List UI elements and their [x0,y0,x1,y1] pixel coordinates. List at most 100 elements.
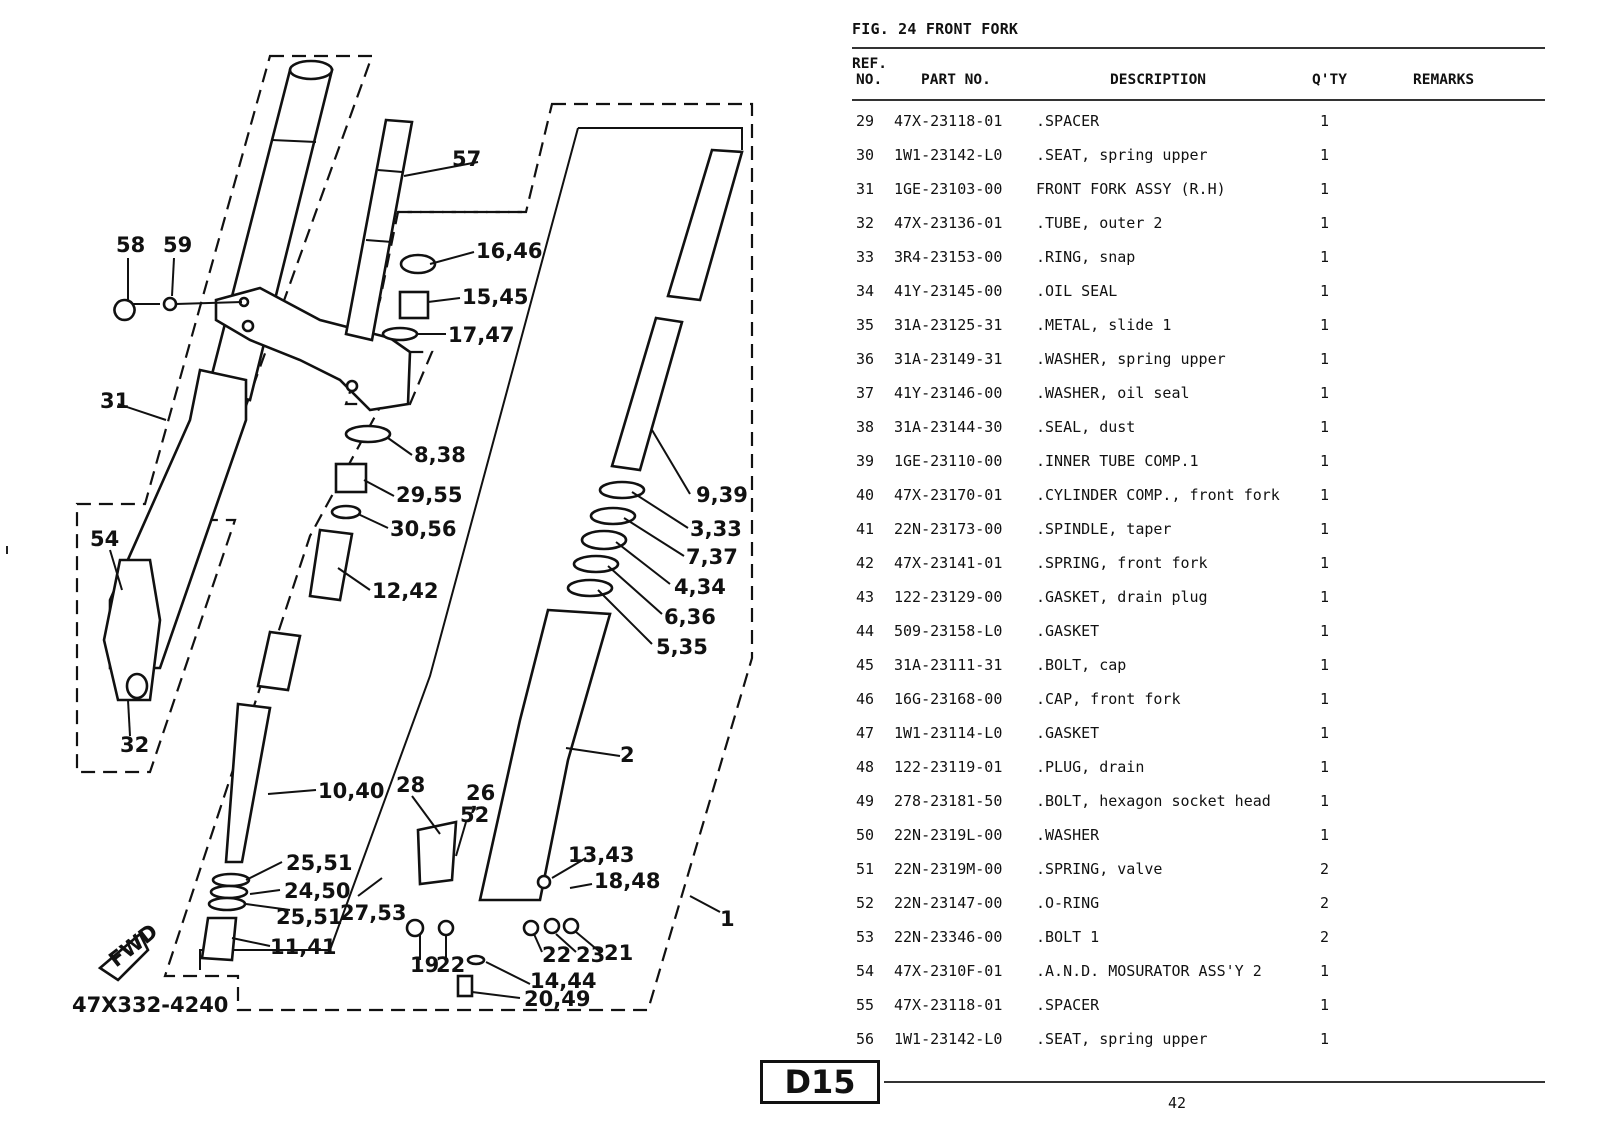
ref-no-cell: 50 [856,826,875,844]
qty-cell: 1 [1320,588,1330,606]
description-cell: .WASHER [1036,826,1100,844]
ref-no-cell: 43 [856,588,875,606]
callout-25-51-upper: 25,51 [286,851,352,875]
part-no-cell: 47X-23141-01 [894,554,1003,572]
ref-no-cell: 34 [856,282,875,300]
assembly-1-boundary [163,102,754,1012]
cylinder-group-outline [199,127,743,970]
part-no-cell: 122-23119-01 [894,758,1003,776]
callout-6-36: 6,36 [664,605,716,629]
part-no-cell: 41Y-23146-00 [894,384,1003,402]
qty-cell: 1 [1320,146,1330,164]
ref-no-cell: 31 [856,180,875,198]
description-cell: .GASKET [1036,622,1100,640]
part-no-cell: 278-23181-50 [894,792,1003,810]
footer-rule [884,1081,1545,1083]
callout-15-45: 15,45 [462,285,528,309]
part-no-cell: 41Y-23145-00 [894,282,1003,300]
callout-22-left: 22 [436,953,465,977]
qty-cell: 1 [1320,962,1330,980]
callout-16-46: 16,46 [476,239,542,263]
ref-no-cell: 51 [856,860,875,878]
callout-19: 19 [410,953,439,977]
ref-no-cell: 35 [856,316,875,334]
qty-cell: 1 [1320,656,1330,674]
qty-cell: 2 [1320,860,1330,878]
callout-12-42: 12,42 [372,579,438,603]
callout-52: 52 [460,803,489,827]
illustration-code: 47X332-4240 [72,993,228,1017]
part-no-cell: 122-23129-00 [894,588,1003,606]
header-part-no: PART NO. [921,72,991,88]
part-no-cell: 31A-23111-31 [894,656,1003,674]
qty-cell: 1 [1320,248,1330,266]
callout-9-39: 9,39 [696,483,748,507]
header-qty: Q'TY [1312,72,1347,88]
table-row: 51 22N-2319M-00 .SPRING, valve 2 [852,860,1545,894]
ref-no-cell: 55 [856,996,875,1014]
ref-no-cell: 40 [856,486,875,504]
description-cell: .SPRING, valve [1036,860,1163,878]
part-no-cell: 3R4-23153-00 [894,248,1003,266]
header-remarks: REMARKS [1413,72,1475,88]
callout-22-right: 22 [542,943,571,967]
part-no-cell: 47X-23118-01 [894,112,1003,130]
callout-23: 23 [576,943,605,967]
part-no-cell: 47X-23118-01 [894,996,1003,1014]
ref-no-cell: 48 [856,758,875,776]
part-no-cell: 31A-23144-30 [894,418,1003,436]
description-cell: .SEAT, spring upper [1036,146,1208,164]
callout-5-35: 5,35 [656,635,708,659]
part-no-cell: 1W1-23142-L0 [894,146,1003,164]
ref-no-cell: 32 [856,214,875,232]
callout-27-53: 27,53 [340,901,406,925]
figure-title: FIG. 24 FRONT FORK [852,20,1019,38]
header-rule-top [852,47,1545,49]
callout-25-51-lower: 25,51 [276,905,342,929]
qty-cell: 1 [1320,690,1330,708]
ref-no-cell: 49 [856,792,875,810]
header-rule-bottom [852,99,1545,101]
description-cell: .SPACER [1036,996,1100,1014]
qty-cell: 1 [1320,826,1330,844]
ref-no-cell: 29 [856,112,875,130]
spring-cylinder-group [200,528,354,962]
part-no-cell: 22N-23147-00 [894,894,1003,912]
qty-cell: 1 [1320,282,1330,300]
description-cell: .SPRING, front fork [1036,554,1208,572]
forward-direction-arrow: FWD [97,919,162,982]
ref-no-cell: 33 [856,248,875,266]
callout-8-38: 8,38 [414,443,466,467]
part-no-cell: 22N-2319M-00 [894,860,1003,878]
description-cell: .TUBE, outer 2 [1036,214,1163,232]
header-ref-no-line1: REF. [852,56,887,72]
scan-artifact-mark [6,546,8,554]
part-no-cell: 1GE-23103-00 [894,180,1003,198]
ref-no-cell: 42 [856,554,875,572]
part-no-cell: 509-23158-L0 [894,622,1003,640]
qty-cell: 1 [1320,112,1330,130]
callout-32: 32 [120,733,149,757]
qty-cell: 1 [1320,316,1330,334]
callout-17-47: 17,47 [448,323,514,347]
page-number: 42 [1168,1094,1187,1112]
description-cell: .BOLT 1 [1036,928,1100,946]
description-cell: .RING, snap [1036,248,1136,266]
description-cell: .SPACER [1036,112,1100,130]
part-no-cell: 22N-2319L-00 [894,826,1003,844]
